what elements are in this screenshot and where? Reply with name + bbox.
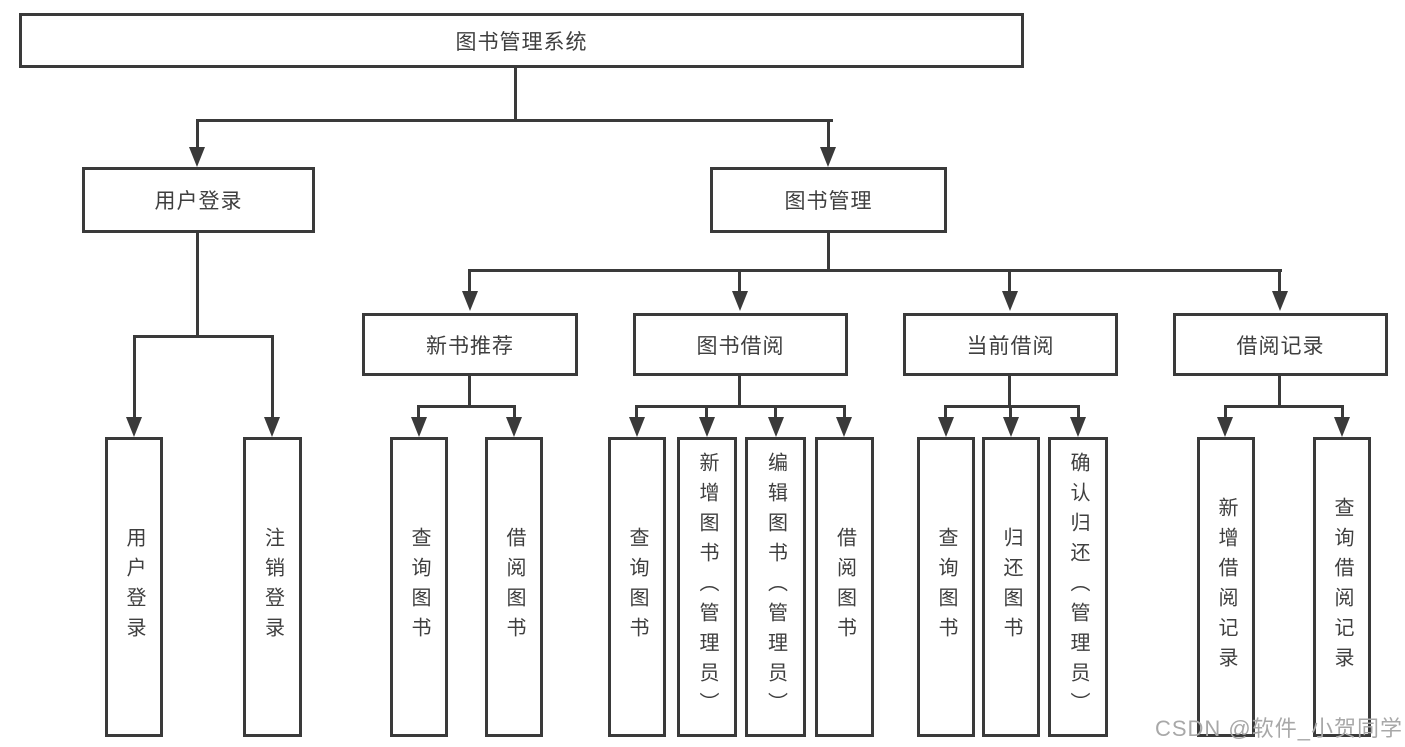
arrow-down-icon — [126, 417, 142, 437]
node-new-book-recommend: 新书推荐 — [362, 313, 578, 376]
arrow-down-icon — [1334, 417, 1350, 437]
leaf-borrow-books: 借阅图书 — [815, 437, 874, 737]
edge-line — [635, 405, 638, 419]
edge-line — [1341, 405, 1344, 419]
node-library-management-system: 图书管理系统 — [19, 13, 1024, 68]
node-label: 归还图书 — [1000, 527, 1022, 647]
leaf-query-books-recommend: 查询图书 — [390, 437, 448, 737]
edge-line — [133, 335, 274, 338]
edge-line — [417, 405, 516, 408]
leaf-add-book-admin: 新增图书（管理员） — [677, 437, 737, 737]
leaf-borrow-books-recommend: 借阅图书 — [485, 437, 543, 737]
edge-line — [635, 405, 846, 408]
node-label: 查询图书 — [935, 527, 957, 647]
node-borrowing-records: 借阅记录 — [1173, 313, 1388, 376]
node-label: 借阅图书 — [833, 527, 856, 647]
node-label: 借阅记录 — [1236, 334, 1325, 358]
arrow-down-icon — [189, 147, 205, 167]
node-label: 图书管理系统 — [455, 30, 588, 54]
edge-line — [738, 269, 741, 295]
arrow-down-icon — [1217, 417, 1233, 437]
arrow-down-icon — [629, 417, 645, 437]
node-label: 当前借阅 — [966, 334, 1055, 358]
arrow-down-icon — [462, 291, 478, 311]
edge-line — [1009, 405, 1012, 419]
arrow-down-icon — [699, 417, 715, 437]
arrow-down-icon — [768, 417, 784, 437]
arrow-down-icon — [506, 417, 522, 437]
edge-line — [944, 405, 1080, 408]
edge-line — [1224, 405, 1227, 419]
node-label: 借阅图书 — [503, 527, 525, 647]
edge-line — [417, 405, 420, 419]
arrow-down-icon — [732, 291, 748, 311]
edge-line — [843, 405, 846, 419]
edge-line — [1278, 375, 1281, 408]
node-label: 新书推荐 — [426, 334, 514, 358]
leaf-query-books-borrowing: 查询图书 — [608, 437, 666, 737]
edge-line — [1224, 405, 1344, 408]
leaf-return-books: 归还图书 — [982, 437, 1040, 737]
node-label: 查询借阅记录 — [1331, 497, 1353, 677]
edge-line — [1008, 375, 1011, 408]
edge-line — [513, 405, 516, 419]
leaf-logout: 注销登录 — [243, 437, 302, 737]
node-book-management: 图书管理 — [710, 167, 947, 233]
arrow-down-icon — [836, 417, 852, 437]
node-label: 新增图书（管理员） — [696, 452, 718, 722]
arrow-down-icon — [264, 417, 280, 437]
edge-line — [827, 232, 830, 272]
edge-line — [1278, 269, 1281, 295]
arrow-down-icon — [1272, 291, 1288, 311]
leaf-query-books-current: 查询图书 — [917, 437, 975, 737]
arrow-down-icon — [411, 417, 427, 437]
node-label: 查询图书 — [408, 527, 430, 647]
edge-line — [468, 375, 471, 408]
node-label: 确认归还（管理员） — [1067, 452, 1089, 722]
edge-line — [469, 269, 1282, 272]
edge-line — [196, 119, 199, 151]
edge-line — [774, 405, 777, 419]
node-label: 新增借阅记录 — [1215, 497, 1237, 677]
edge-line — [944, 405, 947, 419]
node-label: 用户登录 — [123, 527, 145, 647]
edge-line — [133, 335, 136, 419]
node-label: 图书借阅 — [696, 334, 785, 358]
node-user-login: 用户登录 — [82, 167, 315, 233]
node-label: 图书管理 — [784, 190, 873, 213]
node-label: 注销登录 — [261, 527, 284, 647]
node-current-borrowing: 当前借阅 — [903, 313, 1118, 376]
arrow-down-icon — [1003, 417, 1019, 437]
leaf-confirm-return-admin: 确认归还（管理员） — [1048, 437, 1108, 737]
node-book-borrowing: 图书借阅 — [633, 313, 848, 376]
edge-line — [514, 66, 517, 122]
edge-line — [1077, 405, 1080, 419]
arrow-down-icon — [1070, 417, 1086, 437]
edge-line — [196, 232, 199, 338]
edge-line — [705, 405, 708, 419]
node-label: 查询图书 — [626, 527, 648, 647]
node-label: 编辑图书（管理员） — [764, 452, 787, 722]
node-label: 用户登录 — [154, 190, 243, 213]
edge-line — [271, 335, 274, 419]
edge-line — [738, 375, 741, 408]
leaf-user-login: 用户登录 — [105, 437, 163, 737]
arrow-down-icon — [1002, 291, 1018, 311]
arrow-down-icon — [820, 147, 836, 167]
leaf-add-borrow-record: 新增借阅记录 — [1197, 437, 1255, 737]
edge-line — [827, 119, 830, 151]
edge-line — [468, 269, 471, 295]
leaf-edit-book-admin: 编辑图书（管理员） — [745, 437, 806, 737]
edge-line — [1008, 269, 1011, 295]
edge-line — [196, 119, 833, 122]
leaf-query-borrow-record: 查询借阅记录 — [1313, 437, 1371, 737]
csdn-watermark: CSDN @软件_小贺同学 — [1154, 716, 1403, 741]
arrow-down-icon — [938, 417, 954, 437]
